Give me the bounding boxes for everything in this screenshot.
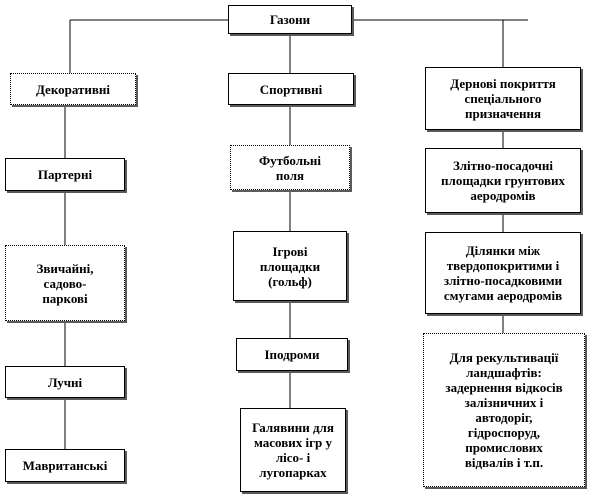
category-decorative: Декоративні — [10, 73, 136, 105]
item-forest-glades: Галявини для масових ігр у лісо- і лугоп… — [240, 408, 346, 492]
item-parterre: Партерні — [5, 158, 125, 191]
item-football-fields: Футбольні поля — [230, 145, 350, 190]
item-land-reclamation: Для рекультивації ландшафтів: задернення… — [423, 333, 585, 487]
item-ordinary-park: Звичайні, садово- паркові — [5, 245, 125, 321]
category-sport: Спортивні — [228, 73, 354, 105]
item-game-grounds: Ігрові площадки (гольф) — [233, 231, 347, 301]
item-meadow: Лучні — [5, 366, 125, 398]
item-airfield-strips: Ділянки між твердопокритими і злітно-пос… — [425, 232, 581, 314]
item-moorish: Мавританські — [5, 449, 125, 482]
item-hippodromes: Іподроми — [236, 338, 348, 371]
item-airfield-runways: Злітно-посадочні площадки грунтових аеро… — [425, 148, 581, 213]
root-node: Газони — [228, 5, 352, 34]
category-special: Дернові покриття спеціального призначенн… — [425, 67, 581, 130]
